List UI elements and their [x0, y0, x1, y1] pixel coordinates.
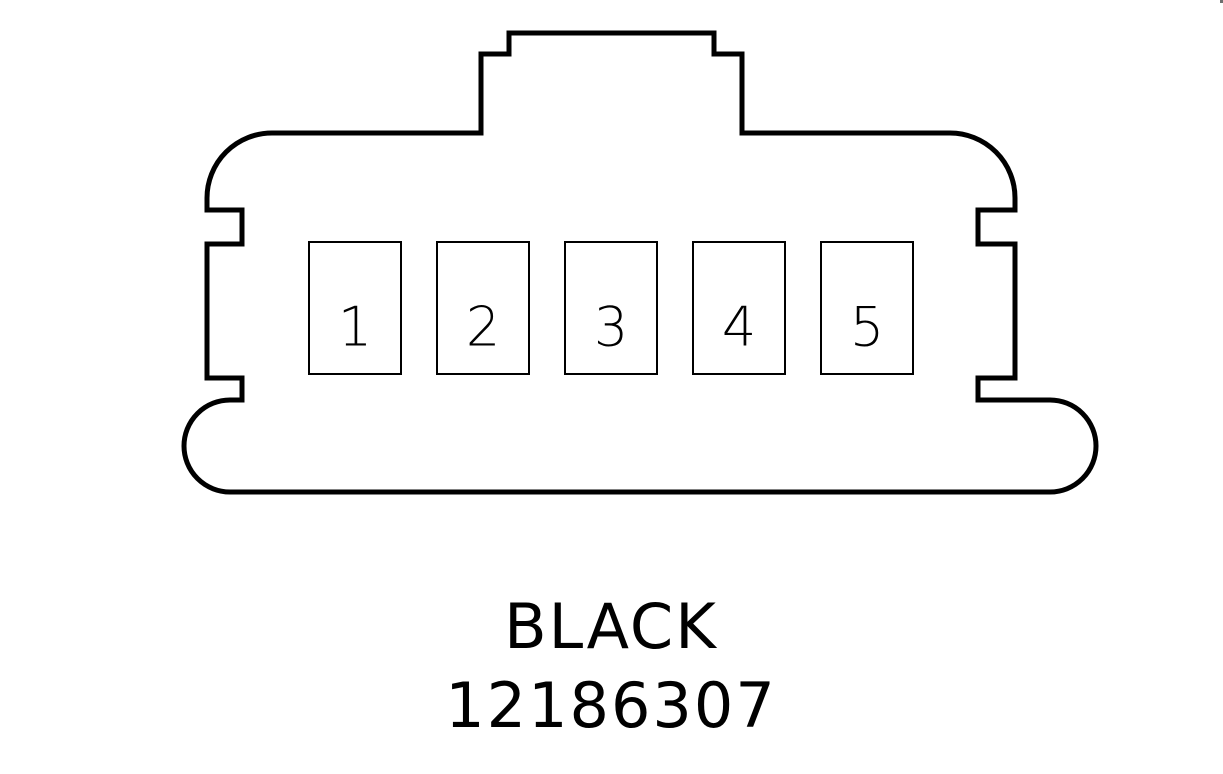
cavity-box-1[interactable]	[308, 241, 402, 375]
cavity-label-1: 1	[338, 296, 372, 359]
cavity-box-4[interactable]	[692, 241, 786, 375]
cavity-box-3[interactable]	[564, 241, 658, 375]
connector-color-label: BLACK	[504, 590, 718, 663]
cavity-label-group: 1 2 3 4 5	[338, 296, 884, 359]
connector-body-outline	[181, 30, 1099, 495]
cavity-box-5[interactable]	[820, 241, 914, 375]
cavity-label-4: 4	[722, 296, 756, 359]
corner-registration-tick	[1220, 0, 1223, 3]
cavity-label-3: 3	[594, 296, 628, 359]
cavity-label-5: 5	[850, 296, 884, 359]
connector-part-number: 12186307	[445, 669, 777, 742]
cavity-box-2[interactable]	[436, 241, 530, 375]
cavity-label-2: 2	[466, 296, 500, 359]
cavity-group	[308, 241, 914, 375]
